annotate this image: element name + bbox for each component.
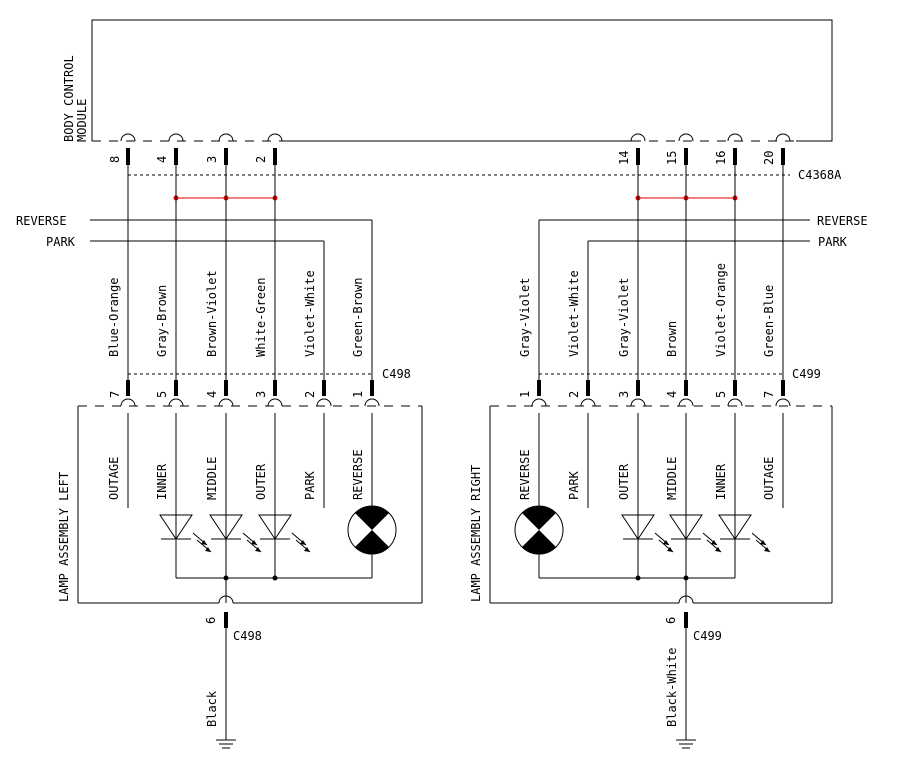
connector-c4368a-label: C4368A	[798, 168, 842, 182]
lamp-pin-number: 3	[254, 391, 268, 398]
function-label: INNER	[714, 463, 728, 500]
reverse-bus-label-left: REVERSE	[16, 214, 67, 228]
function-label: MIDDLE	[205, 457, 219, 500]
lamp-pin-number: 7	[762, 391, 776, 398]
ground-wire-label: Black	[205, 690, 219, 727]
module-pin-number: 8	[108, 156, 122, 163]
lamp-pin-number: 4	[205, 391, 219, 398]
wire-color-labels: Blue-Orange Gray-Brown Brown-Violet Whit…	[107, 263, 776, 357]
wire-label: Violet-White	[303, 270, 317, 357]
led-icon	[258, 514, 311, 553]
wire-label: Brown-Violet	[205, 270, 219, 357]
lamp-pin-number: 7	[108, 391, 122, 398]
assembly-label-right: LAMP ASSEMBLY RIGHT	[469, 465, 483, 602]
ground-connector-label: C499	[693, 629, 722, 643]
ground-pin-number: 6	[664, 617, 678, 624]
lamp-pin-number: 4	[665, 391, 679, 398]
lamp-assembly-left: LAMP ASSEMBLY LEFT OUTAGE INNER MIDDLE O…	[57, 398, 423, 749]
module-pin-number: 2	[254, 156, 268, 163]
bulb-icon	[347, 505, 397, 555]
lamp-assembly-right: LAMP ASSEMBLY RIGHT REVERSE PARK OUTER M…	[469, 398, 833, 749]
splice-dot	[272, 575, 278, 581]
lamp-pin-number: 3	[617, 391, 631, 398]
module-pin-number: 20	[762, 151, 776, 165]
led-icon	[159, 514, 212, 553]
function-label: OUTER	[617, 463, 631, 500]
module-pin-numbers: 8 4 3 2 14 15 16 20	[108, 151, 776, 165]
function-label: REVERSE	[351, 449, 365, 500]
connector-c499-label: C499	[792, 367, 821, 381]
module-pin-number: 3	[205, 156, 219, 163]
lamp-pin-numbers: 7 5 4 3 2 1 1 2 3 4 5 7	[108, 391, 776, 398]
ground-icon	[676, 739, 696, 749]
function-label: MIDDLE	[665, 457, 679, 500]
function-label: PARK	[567, 470, 581, 500]
led-icon	[209, 514, 262, 553]
park-bus-label-left: PARK	[46, 235, 76, 249]
wire-label: Brown	[665, 321, 679, 357]
wire-label: Gray-Violet	[518, 278, 532, 357]
connector-c498-label: C498	[382, 367, 411, 381]
led-icon	[718, 514, 771, 553]
bus-lines: REVERSE PARK REVERSE PARK	[16, 214, 868, 380]
function-label: REVERSE	[518, 449, 532, 500]
led-icon	[621, 514, 674, 553]
function-label: OUTAGE	[107, 457, 121, 500]
wire-label: Green-Brown	[351, 278, 365, 357]
wires	[127, 165, 784, 380]
wire-label: Blue-Orange	[107, 278, 121, 357]
wire-label: White-Green	[254, 278, 268, 357]
lamp-pins	[126, 380, 785, 396]
function-label: INNER	[155, 463, 169, 500]
module-label-line1: BODY CONTROL	[62, 55, 76, 142]
body-control-module: BODY CONTROL MODULE	[62, 19, 833, 142]
assembly-label-left: LAMP ASSEMBLY LEFT	[57, 472, 71, 602]
function-label: OUTER	[254, 463, 268, 500]
module-pin-number: 4	[155, 156, 169, 163]
lamp-pin-number: 1	[518, 391, 532, 398]
wire-label: Violet-White	[567, 270, 581, 357]
lamp-pin-number: 2	[303, 391, 317, 398]
ground-icon	[216, 739, 236, 749]
wire-label: Gray-Brown	[155, 285, 169, 357]
ground-wire-label: Black-White	[665, 648, 679, 727]
wire-label: Violet-Orange	[714, 263, 728, 357]
function-label: PARK	[303, 470, 317, 500]
wire-label: Gray-Violet	[617, 278, 631, 357]
park-bus-label-right: PARK	[818, 235, 848, 249]
ground-connector-label: C498	[233, 629, 262, 643]
ground-pin-number: 6	[204, 617, 218, 624]
wire-label: Green-Blue	[762, 285, 776, 357]
module-pin-number: 16	[714, 151, 728, 165]
splice-red	[173, 195, 738, 201]
splice-dot	[635, 575, 641, 581]
module-label-line2: MODULE	[75, 99, 89, 142]
function-label: OUTAGE	[762, 457, 776, 500]
splice-dot	[223, 575, 229, 581]
splice-dot	[683, 575, 689, 581]
lamp-pin-number: 5	[714, 391, 728, 398]
module-pin-number: 15	[665, 151, 679, 165]
lamp-pin-number: 2	[567, 391, 581, 398]
module-connector-cups	[120, 133, 791, 142]
module-pin-number: 14	[617, 151, 631, 165]
bulb-icon	[514, 505, 564, 555]
module-pins	[126, 148, 785, 165]
lamp-pin-number: 1	[351, 391, 365, 398]
lamp-pin-number: 5	[155, 391, 169, 398]
led-icon	[669, 514, 722, 553]
reverse-bus-label-right: REVERSE	[817, 214, 868, 228]
